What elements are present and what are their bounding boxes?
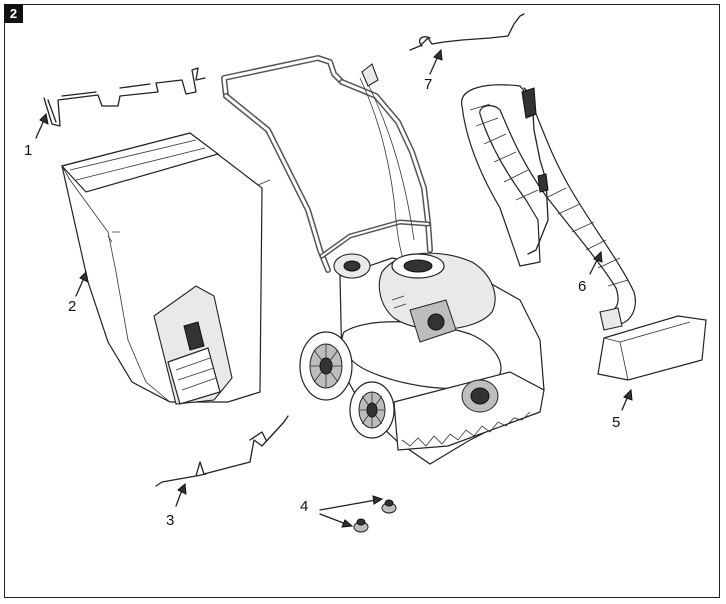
callout-4: 4: [300, 498, 309, 515]
throttle-cable: [409, 13, 525, 51]
bag-frame-wire-bottom: [155, 415, 289, 487]
callout-arrows: [35, 48, 633, 528]
flap-plate: [597, 315, 707, 381]
bag-frame-wire-top: [43, 67, 206, 127]
knob-pair: [353, 499, 397, 533]
callout-3: 3: [166, 512, 175, 529]
grass-bag: [60, 132, 271, 405]
callout-5: 5: [612, 414, 621, 431]
callout-6: 6: [578, 278, 587, 295]
callout-7: 7: [424, 76, 433, 93]
figure-number-badge: 2: [4, 4, 23, 23]
callout-2: 2: [68, 298, 77, 315]
suction-hose: [461, 84, 636, 331]
callout-1: 1: [24, 142, 33, 159]
vacuum-main-unit: [221, 55, 545, 465]
figure-frame: [4, 4, 720, 598]
